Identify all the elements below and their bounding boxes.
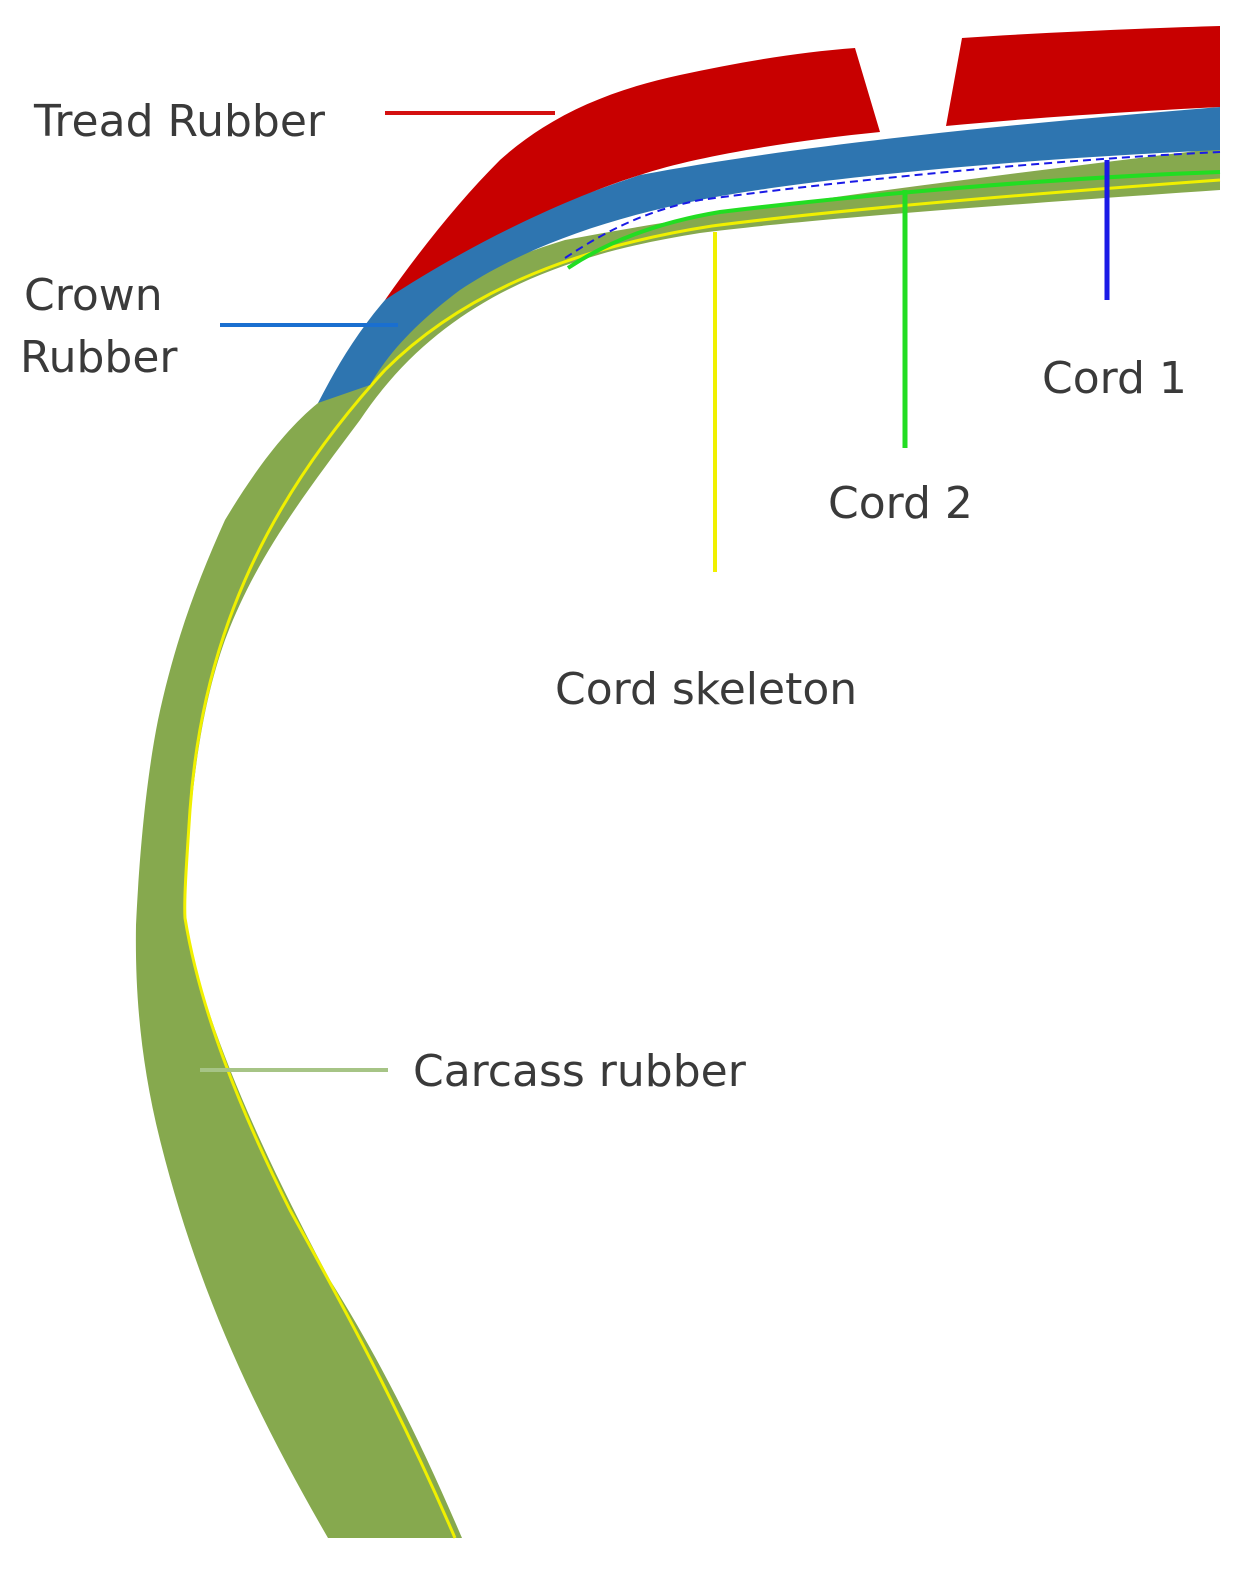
cord-2-line <box>566 170 1221 270</box>
tread-rubber-block-right <box>946 26 1220 126</box>
crown-rubber-region <box>318 107 1220 403</box>
cord-skeleton-label: Cord skeleton <box>555 664 857 715</box>
cord-1-label: Cord 1 <box>1042 353 1187 404</box>
tread-rubber-block-left <box>385 48 880 300</box>
tread-rubber-label: Tread Rubber <box>33 96 326 147</box>
carcass-rubber-label: Carcass rubber <box>413 1046 747 1097</box>
cord-skeleton-line <box>183 178 1221 1539</box>
crown-rubber-label-line1: Crown <box>24 270 163 321</box>
crown-rubber-label-line2: Rubber <box>20 332 178 383</box>
cord-1-line <box>564 151 1221 259</box>
cord-2-label: Cord 2 <box>828 478 973 529</box>
